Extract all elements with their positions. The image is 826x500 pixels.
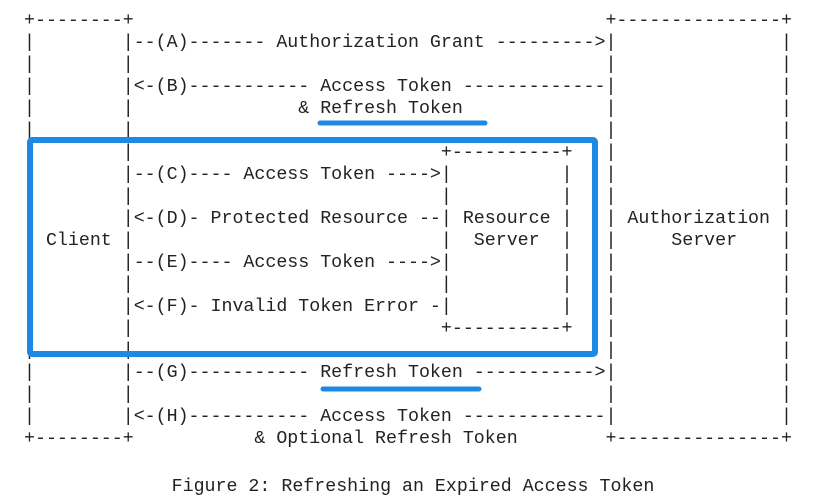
diagram-line: | |<-(H)----------- Access Token -------… — [24, 407, 792, 427]
diagram-line: | |--(C)---- Access Token ---->| | | | — [24, 165, 792, 185]
diagram-line: | | | | — [24, 341, 792, 361]
diagram-line: | | | | | | — [24, 187, 792, 207]
diagram-line: +--------+ +---------------+ — [24, 11, 792, 31]
diagram-line: | |<-(D)- Protected Resource --| Resourc… — [24, 209, 792, 229]
diagram-line: | |<-(B)----------- Access Token -------… — [24, 77, 792, 97]
diagram-line: | | | | — [24, 55, 792, 75]
diagram-line: | Client | | Server | | Server | — [24, 231, 792, 251]
diagram-line: | | & Refresh Token | | — [24, 99, 792, 119]
diagram-line: | |<-(F)- Invalid Token Error -| | | | — [24, 297, 792, 317]
diagram-line: +--------+ & Optional Refresh Token +---… — [24, 429, 792, 449]
diagram-line: | |--(A)------- Authorization Grant ----… — [24, 33, 792, 53]
diagram-line: | |--(G)----------- Refresh Token ------… — [24, 363, 792, 383]
diagram-line: | | +----------+ | | — [24, 319, 792, 339]
diagram-line: | | | | — [24, 385, 792, 405]
diagram-line: | |--(E)---- Access Token ---->| | | | — [24, 253, 792, 273]
diagram-line: | | | | | | — [24, 275, 792, 295]
diagram-line: | | +----------+ | | — [24, 143, 792, 163]
oauth-refresh-flow-diagram: +--------+ +---------------+ | |--(A)---… — [24, 10, 792, 450]
diagram-line: | | | | — [24, 121, 792, 141]
figure-caption: Figure 2: Refreshing an Expired Access T… — [171, 477, 655, 497]
